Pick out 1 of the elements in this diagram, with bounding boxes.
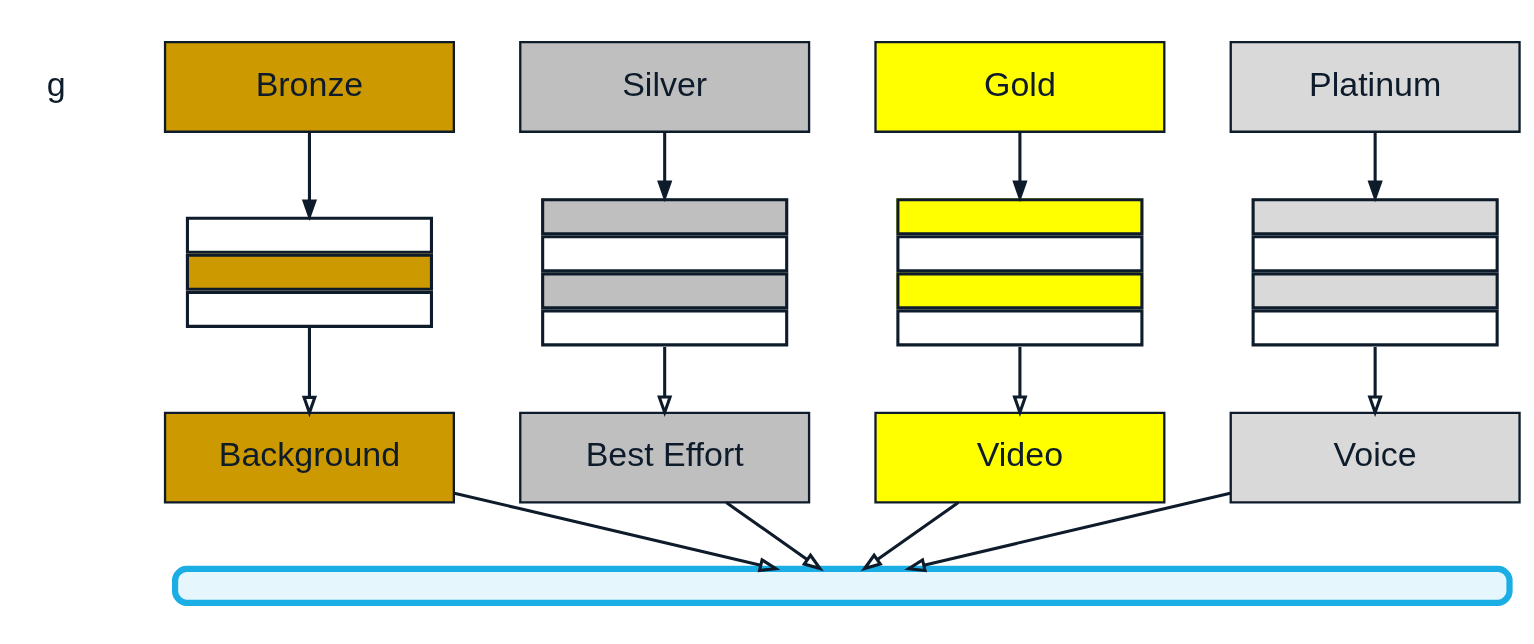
label: g bbox=[46, 64, 66, 103]
